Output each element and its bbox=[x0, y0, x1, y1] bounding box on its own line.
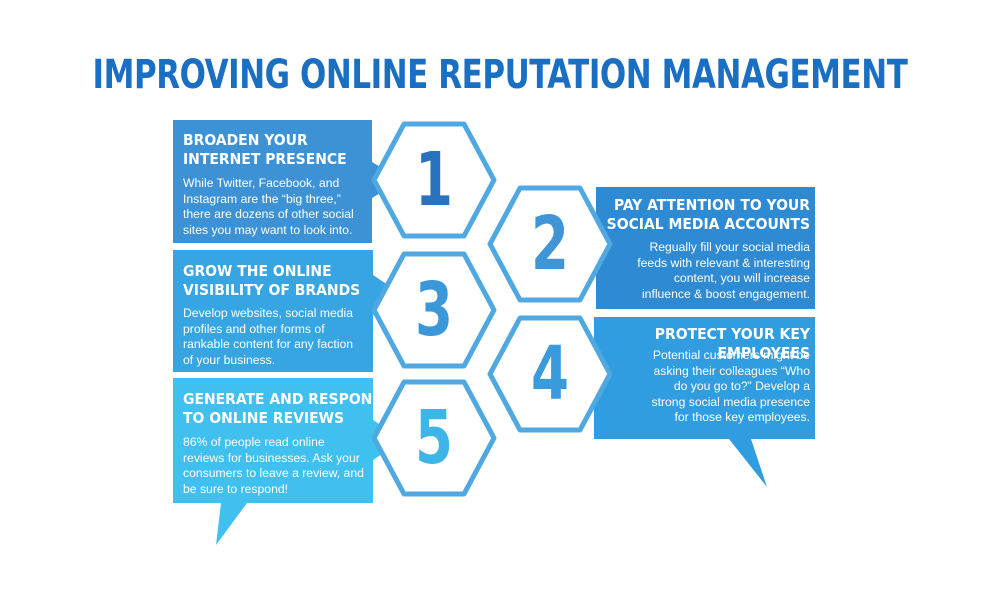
step-2-number: 2 bbox=[530, 201, 569, 287]
step-3-heading: GROW THE ONLINE VISIBILITY OF BRANDS bbox=[183, 262, 360, 300]
step-1-heading-line1: BROADEN YOUR bbox=[183, 131, 308, 149]
step-4-heading: PROTECT YOUR KEY EMPLOYEES bbox=[605, 325, 810, 363]
step-1-banner bbox=[173, 120, 402, 243]
step-2-heading: PAY ATTENTION TO YOUR SOCIAL MEDIA ACCOU… bbox=[600, 196, 810, 234]
step-1-number: 1 bbox=[414, 137, 453, 223]
hexagon-2 bbox=[487, 185, 613, 303]
page-title: IMPROVING ONLINE REPUTATION MANAGEMENT bbox=[92, 52, 908, 98]
step-4-number: 4 bbox=[530, 331, 569, 417]
hexagon-5 bbox=[371, 379, 497, 497]
step-2-heading-line2: SOCIAL MEDIA ACCOUNTS bbox=[606, 215, 810, 233]
step-5-heading: GENERATE AND RESPOND TO ONLINE REVIEWS bbox=[183, 390, 384, 428]
step-2-banner bbox=[566, 187, 815, 309]
step-3-number: 3 bbox=[414, 267, 453, 353]
step-3-banner bbox=[173, 250, 403, 372]
step-3-heading-line2: VISIBILITY OF BRANDS bbox=[183, 281, 361, 299]
step-5-banner bbox=[173, 378, 403, 545]
hexagon-4 bbox=[487, 315, 613, 433]
step-3-text: Develop websites, social media profiles … bbox=[183, 306, 354, 367]
step-5-number: 5 bbox=[414, 395, 453, 481]
step-4-text: Potential customers might be asking thei… bbox=[651, 348, 810, 424]
step-2-text: Regually fill your social media feeds wi… bbox=[637, 240, 810, 301]
step-5-heading-line1: GENERATE AND RESPOND bbox=[183, 390, 384, 408]
step-2-heading-line1: PAY ATTENTION TO YOUR bbox=[614, 196, 810, 214]
step-1-heading-line2: INTERNET PRESENCE bbox=[183, 150, 347, 168]
step-5-heading-line2: TO ONLINE REVIEWS bbox=[183, 409, 345, 427]
step-5-text: 86% of people read online reviews for bu… bbox=[183, 435, 364, 496]
hexagon-1 bbox=[371, 121, 497, 239]
step-1-heading: BROADEN YOUR INTERNET PRESENCE bbox=[183, 131, 347, 169]
step-4-banner bbox=[564, 317, 815, 487]
hexagon-3 bbox=[371, 251, 497, 369]
step-4-heading-line1: PROTECT YOUR KEY EMPLOYEES bbox=[654, 325, 810, 362]
step-3-heading-line1: GROW THE ONLINE bbox=[183, 262, 332, 280]
step-1-text: While Twitter, Facebook, and Instagram a… bbox=[183, 176, 354, 237]
